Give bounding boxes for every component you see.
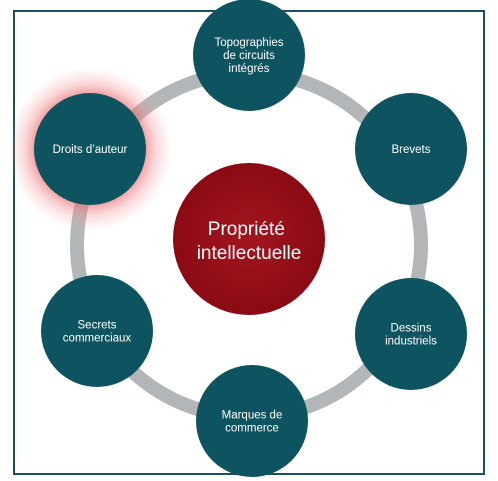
node-secrets-circle <box>41 275 153 387</box>
node-topographies-label-line-1: Topographies <box>214 37 283 49</box>
node-droits[interactable]: Droits d’auteur <box>34 93 146 205</box>
node-marques-label-line-2: commerce <box>225 423 279 435</box>
center-node[interactable]: Propriété intellectuelle <box>173 163 325 315</box>
node-secrets-label-line-2: commerciaux <box>63 333 132 345</box>
node-marques-circle <box>196 365 308 477</box>
node-topographies-circle <box>193 0 305 111</box>
node-brevets-circle <box>355 93 467 205</box>
node-dessins-label-line-2: industriels <box>385 336 437 348</box>
center-circle <box>173 163 325 315</box>
node-brevets[interactable]: Brevets <box>355 93 467 205</box>
node-droits-label: Droits d’auteur <box>53 144 128 156</box>
center-label: Propriété intellectuelle <box>197 219 302 264</box>
node-droits-circle <box>34 93 146 205</box>
node-dessins-label-line-1: Dessins <box>391 323 432 335</box>
node-dessins-circle <box>355 278 467 390</box>
node-secrets-label-line-1: Secrets <box>78 320 117 332</box>
node-marques-label-line-1: Marques de <box>222 410 283 422</box>
center-label-line-1: Propriété <box>208 219 285 240</box>
node-brevets-label: Brevets <box>392 144 431 156</box>
node-droits-label-line-1: Droits d’auteur <box>53 144 128 156</box>
node-topographies-label-line-3: intégrés <box>229 63 270 75</box>
node-topographies-label-line-2: de circuits <box>223 50 275 62</box>
node-brevets-label-line-1: Brevets <box>392 144 431 156</box>
center-label-line-2: intellectuelle <box>197 243 302 264</box>
